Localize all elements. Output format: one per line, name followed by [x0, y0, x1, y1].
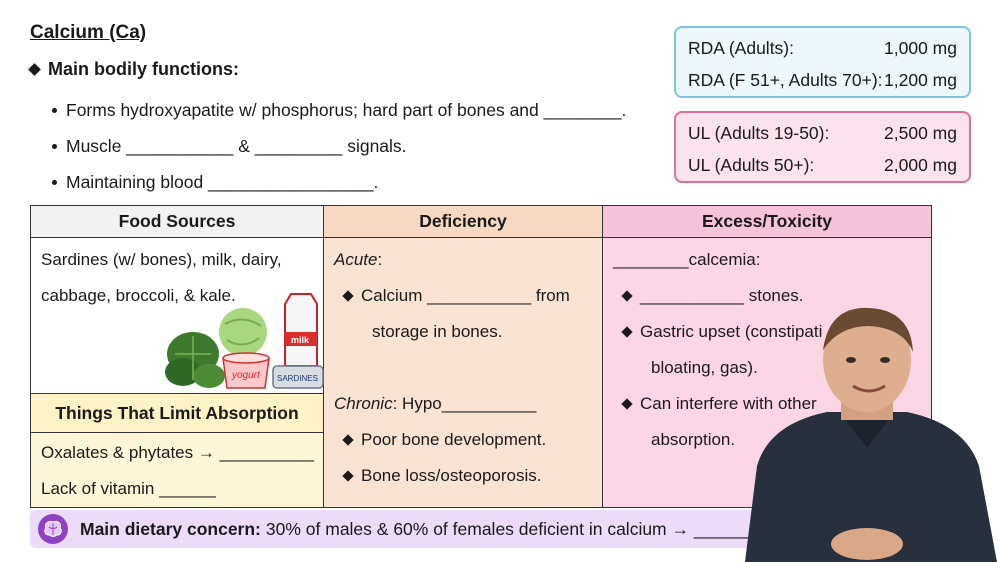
rda-box: RDA (Adults):1,000 mg RDA (F 51+, Adults…: [674, 26, 971, 98]
list-item: Can interfere with other: [613, 386, 931, 422]
main-functions-heading: Main bodily functions:: [28, 59, 239, 80]
diamond-bullet-icon: [621, 326, 633, 338]
list-item: storage in bones.: [372, 322, 503, 341]
diamond-bullet-icon: [621, 290, 633, 302]
list-item: ___________ stones.: [613, 278, 931, 314]
deficiency-header: Deficiency: [324, 206, 602, 238]
ul-row: UL (Adults 19-50):2,500 mg: [688, 122, 957, 143]
dietary-concern-banner: Main dietary concern: 30% of males & 60%…: [30, 510, 790, 548]
diamond-bullet-icon: [342, 434, 354, 446]
acute-label-line: Acute:: [334, 250, 383, 269]
ul-row: UL (Adults 50+):2,000 mg: [688, 154, 957, 175]
rda-row: RDA (F 51+, Adults 70+):1,200 mg: [688, 69, 957, 90]
list-item: Calcium ___________ from: [334, 278, 602, 314]
main-functions-label: Main bodily functions:: [48, 59, 239, 79]
cabbage-icon: [219, 308, 267, 356]
list-item: Maintaining blood _________________.: [52, 164, 626, 200]
list-item: Bone loss/osteoporosis.: [334, 458, 602, 494]
list-item: Muscle ___________ & _________ signals.: [52, 128, 626, 164]
excess-cell: ________calcemia: ___________ stones. Ga…: [603, 242, 931, 458]
chronic-label-line: Chronic: Hypo__________: [334, 394, 537, 413]
diamond-bullet-icon: [342, 290, 354, 302]
food-sources-cell: Sardines (w/ bones), milk, dairy, cabbag…: [41, 250, 282, 305]
deficiency-cell: Acute: Calcium ___________ from storage …: [324, 242, 602, 494]
banner-label: Main dietary concern:: [80, 518, 261, 539]
calcium-table: Food Sources Sardines (w/ bones), milk, …: [30, 205, 932, 508]
svg-text:SARDINES: SARDINES: [277, 374, 318, 383]
milk-carton-icon: milk: [284, 293, 318, 367]
food-sources-header: Food Sources: [31, 206, 323, 238]
ul-box: UL (Adults 19-50):2,500 mg UL (Adults 50…: [674, 111, 971, 183]
svg-text:yogurt: yogurt: [231, 370, 261, 381]
food-sources-column: Food Sources Sardines (w/ bones), milk, …: [31, 206, 324, 507]
food-illustration: milk yogurt SARDINES: [165, 293, 324, 389]
rda-row: RDA (Adults):1,000 mg: [688, 37, 957, 58]
list-item: Poor bone development.: [334, 422, 602, 458]
sardine-tin-icon: SARDINES: [272, 365, 324, 389]
limit-absorption-cell: Oxalates & phytates → __________ Lack of…: [31, 433, 323, 507]
deficiency-column: Deficiency Acute: Calcium ___________ fr…: [324, 206, 603, 507]
yogurt-cup-icon: yogurt: [222, 352, 270, 389]
brain-icon: [38, 514, 68, 544]
spinach-icon: [165, 332, 225, 388]
list-item: Gastric upset (constipati: [613, 314, 931, 350]
excess-header: Excess/Toxicity: [603, 206, 931, 238]
svg-text:milk: milk: [291, 335, 310, 345]
banner-text: 30% of males & 60% of females deficient …: [265, 518, 753, 539]
presenter-avatar: [745, 307, 997, 562]
bullet-icon: [52, 107, 57, 113]
limit-absorption-header: Things That Limit Absorption: [31, 393, 323, 433]
diamond-bullet-icon: [28, 63, 41, 76]
list-item: bloating, gas).: [651, 358, 758, 377]
list-item: Forms hydroxyapatite w/ phosphorus; hard…: [52, 92, 626, 128]
page-title: Calcium (Ca): [30, 22, 147, 43]
list-item: absorption.: [651, 430, 736, 449]
excess-intro: ________calcemia:: [613, 250, 761, 269]
bullet-icon: [52, 143, 57, 149]
diamond-bullet-icon: [621, 398, 633, 410]
function-list: Forms hydroxyapatite w/ phosphorus; hard…: [52, 92, 626, 200]
bullet-icon: [52, 179, 57, 185]
diamond-bullet-icon: [342, 470, 354, 482]
